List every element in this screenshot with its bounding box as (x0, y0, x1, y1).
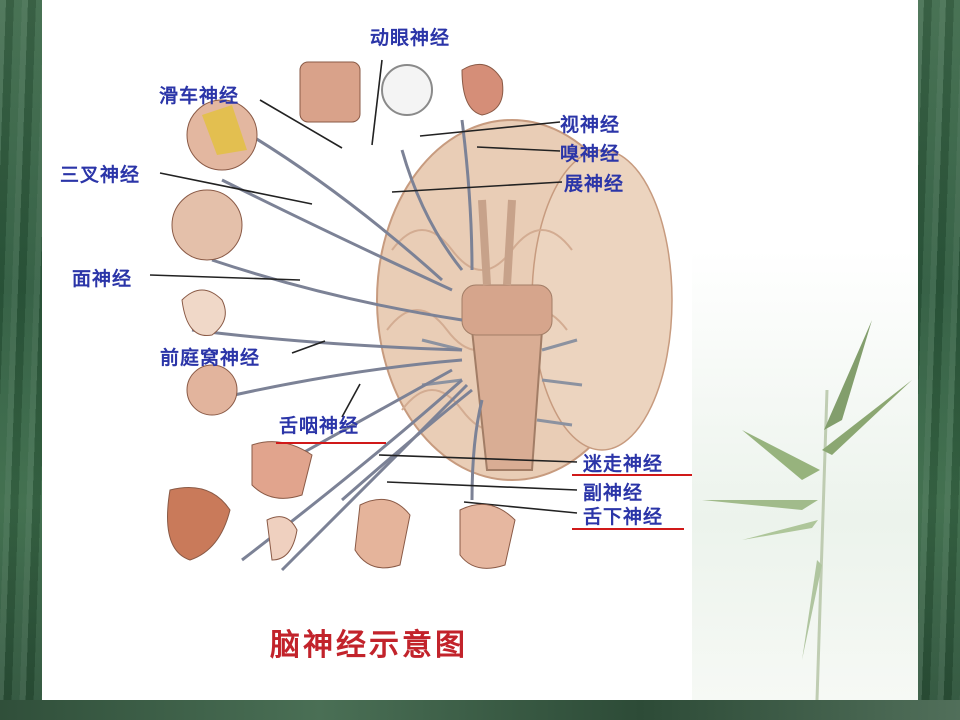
head-vignettes (167, 61, 516, 569)
right-background-strip (918, 0, 960, 720)
label-accessory-nerve: 副神经 (583, 482, 644, 504)
cranial-nerves-illustration (149, 59, 912, 700)
label-glossopharyngeal-nerve: 舌咽神经 (279, 415, 360, 437)
bamboo-decoration (702, 320, 912, 700)
leader-lines (149, 59, 578, 514)
label-facial-nerve: 面神经 (72, 268, 133, 290)
underline-vagus (572, 474, 692, 476)
slide-canvas: 动眼神经 滑车神经 视神经 嗅神经 三叉神经 展神经 面神经 前庭窝神经 舌咽神… (42, 0, 918, 700)
bottom-background-strip (0, 700, 960, 720)
brain-drawing (376, 119, 673, 481)
label-trigeminal-nerve: 三叉神经 (60, 164, 141, 186)
underline-hypoglossal (572, 528, 684, 530)
label-hypoglossal-nerve: 舌下神经 (583, 506, 664, 528)
label-optic-nerve: 视神经 (560, 114, 621, 136)
label-oculomotor-nerve: 动眼神经 (370, 27, 451, 49)
label-trochlear-nerve: 滑车神经 (159, 85, 240, 107)
label-olfactory-nerve: 嗅神经 (560, 143, 621, 165)
nerve-cables (191, 119, 484, 572)
left-background-strip (0, 0, 42, 720)
underline-glossopharyngeal (276, 442, 386, 444)
label-vestibulocochlear-nerve: 前庭窝神经 (160, 347, 261, 369)
figure-caption: 脑神经示意图 (270, 628, 468, 663)
label-abducens-nerve: 展神经 (564, 173, 625, 195)
label-vagus-nerve: 迷走神经 (583, 453, 664, 475)
